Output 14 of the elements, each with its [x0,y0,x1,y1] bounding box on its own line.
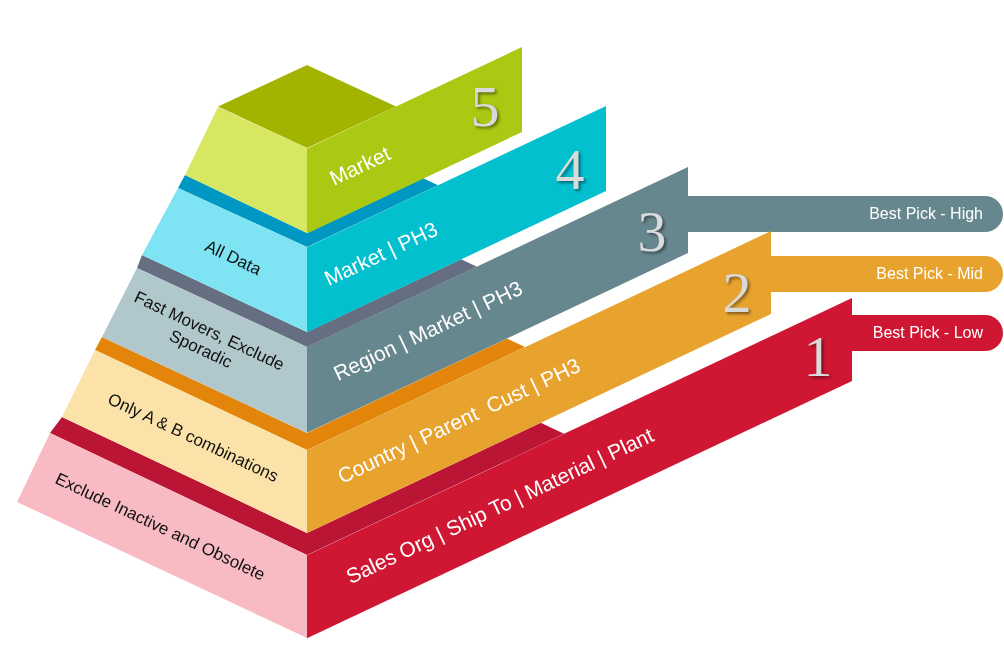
tab-label: Best Pick - High [869,204,983,224]
level-number: 1 [803,335,833,379]
level-number: 3 [637,210,667,254]
pyramid-side-face [185,107,307,233]
level-number: 4 [555,148,585,192]
level-number: 2 [722,271,752,315]
tab-label: Best Pick - Mid [876,264,983,284]
level-tab [771,256,1003,292]
tab-label: Best Pick - Low [872,323,983,343]
pyramid-top-face [218,65,396,148]
level-number: 5 [470,85,500,129]
level-tab [852,315,1003,351]
level-tab [688,196,1003,232]
side-label: All Data [201,236,265,280]
